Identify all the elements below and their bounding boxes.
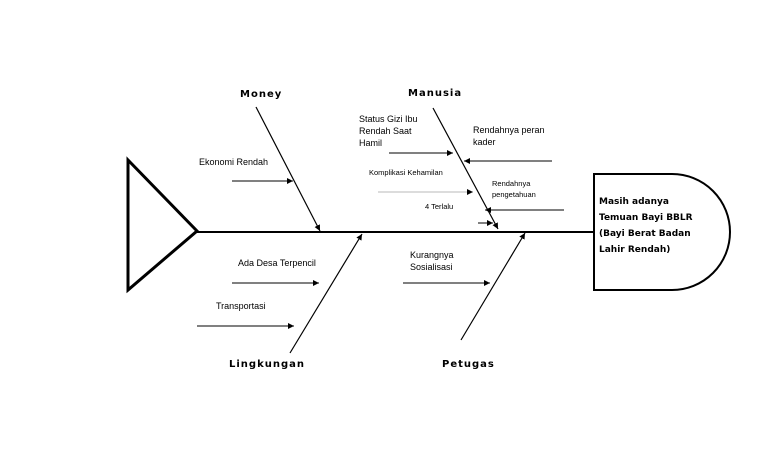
fish-tail — [126, 156, 200, 294]
bone-money — [255, 106, 321, 232]
cause-transportasi: Transportasi — [216, 301, 266, 311]
cause-desa-terpencil: Ada Desa Terpencil — [238, 258, 316, 268]
bone-lingkungan — [289, 233, 363, 354]
cause-4-terlalu: 4 Terlalu — [425, 202, 454, 211]
cause-status-gizi: Status Gizi Ibu Rendah Saat Hamil — [359, 114, 418, 148]
cause-ekonomi-rendah: Ekonomi Rendah — [199, 157, 269, 167]
cause-rendahnya-peran-kader: Rendahnya peran kader — [473, 125, 545, 147]
cause-rendahnya-pengetahuan: Rendahnya pengetahuan — [492, 179, 536, 199]
fish-head — [593, 173, 731, 291]
category-manusia: Manusia — [408, 88, 463, 99]
bone-petugas — [460, 232, 526, 341]
cause-kurangnya-sosialisasi: Kurangnya Sosialisasi — [410, 250, 454, 272]
problem-statement: Masih adanya Temuan Bayi BBLR (Bayi Bera… — [599, 197, 693, 255]
category-money: Money — [240, 89, 283, 100]
category-lingkungan: Lingkungan — [229, 359, 305, 370]
cause-komplikasi-kehamilan: Komplikasi Kehamilan — [369, 168, 443, 177]
category-petugas: Petugas — [442, 359, 495, 370]
